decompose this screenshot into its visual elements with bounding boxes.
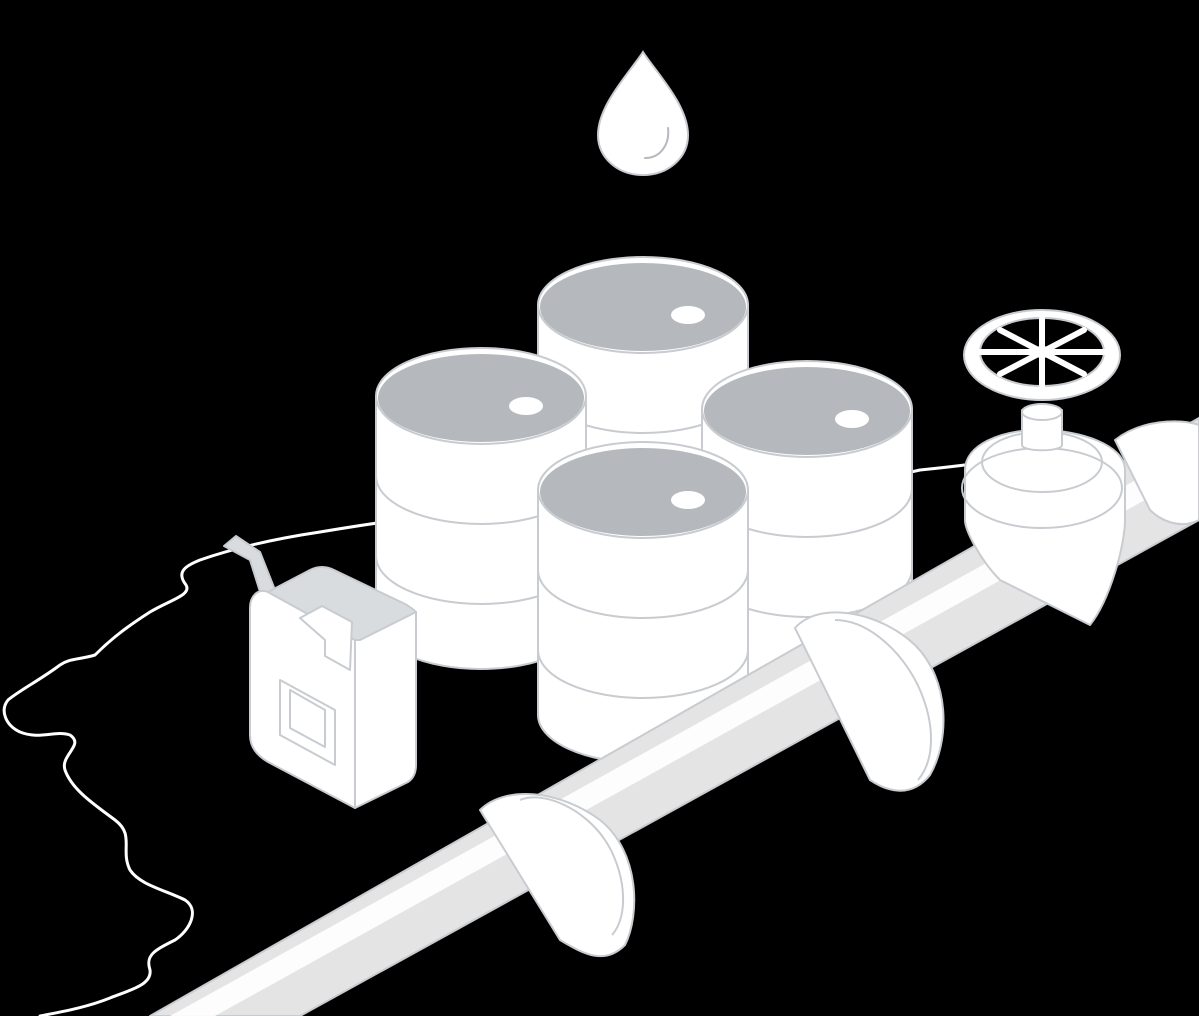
pipeline-valve-wheel xyxy=(963,309,1121,401)
pipeline xyxy=(149,417,1199,1016)
jerry-can-icon xyxy=(223,535,417,809)
oil-drop-icon xyxy=(596,50,690,177)
pipeline-valve xyxy=(961,403,1126,626)
